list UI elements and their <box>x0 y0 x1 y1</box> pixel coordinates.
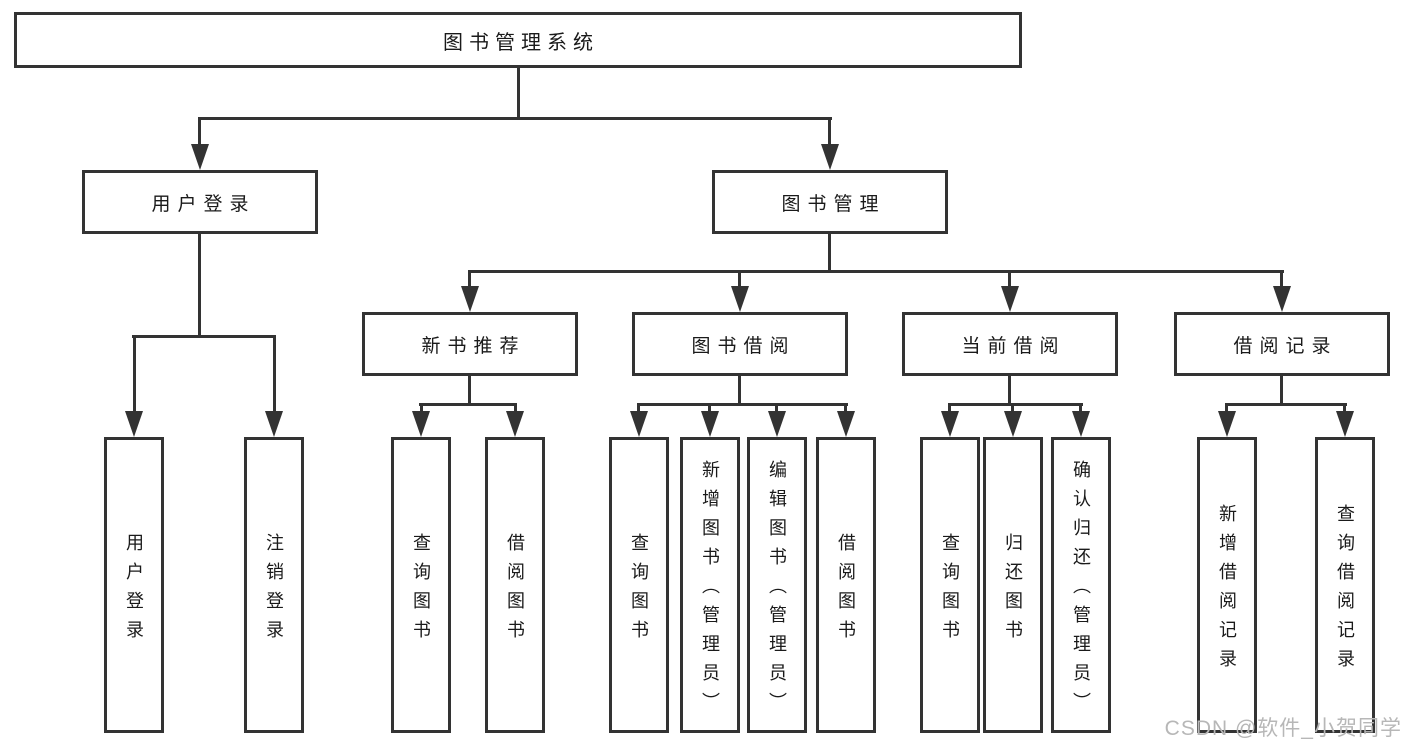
connector-line <box>198 117 832 120</box>
leaf-edit-books-admin: 编辑图书（管理员） <box>747 437 807 733</box>
leaf-return-books: 归还图书 <box>983 437 1043 733</box>
node-library-management-system: 图书管理系统 <box>14 12 1022 68</box>
connector-line <box>1008 376 1011 406</box>
connector-line <box>514 403 517 417</box>
connector-line <box>1225 403 1347 406</box>
connector-line <box>844 403 847 417</box>
leaf-borrow-books-recommend: 借阅图书 <box>485 437 545 733</box>
arrow-down-icon <box>768 411 786 437</box>
node-label: 查询图书 <box>411 532 431 649</box>
node-label: 查询图书 <box>629 532 649 649</box>
node-label: 新书推荐 <box>421 335 526 357</box>
connector-line <box>738 376 741 406</box>
leaf-borrow-books: 借阅图书 <box>816 437 876 733</box>
leaf-query-books-recommend: 查询图书 <box>391 437 451 733</box>
connector-line <box>637 403 640 417</box>
connector-line <box>738 270 741 292</box>
arrow-down-icon <box>1004 411 1022 437</box>
arrow-down-icon <box>412 411 430 437</box>
arrow-down-icon <box>125 411 143 437</box>
arrow-down-icon <box>1218 411 1236 437</box>
connector-line <box>468 270 1284 273</box>
connector-line <box>1225 403 1228 417</box>
node-label: 查询图书 <box>940 532 960 649</box>
connector-line <box>419 403 517 406</box>
arrow-down-icon <box>837 411 855 437</box>
node-label: 借阅记录 <box>1233 335 1338 357</box>
node-label: 新增图书（管理员） <box>700 460 720 721</box>
arrow-down-icon <box>191 144 209 170</box>
connector-line <box>1011 403 1014 417</box>
leaf-add-books-admin: 新增图书（管理员） <box>680 437 740 733</box>
node-user-login-module: 用户登录 <box>82 170 318 234</box>
node-label: 用户登录 <box>124 532 144 649</box>
node-current-borrowing: 当前借阅 <box>902 312 1118 376</box>
arrow-down-icon <box>1072 411 1090 437</box>
arrow-down-icon <box>941 411 959 437</box>
node-label: 图书管理系统 <box>443 31 599 54</box>
arrow-down-icon <box>821 144 839 170</box>
arrow-down-icon <box>1273 286 1291 312</box>
leaf-user-login: 用户登录 <box>104 437 164 733</box>
connector-line <box>1008 270 1011 292</box>
csdn-watermark: CSDN @软件_小贺同学 <box>1164 717 1402 740</box>
node-book-management-module: 图书管理 <box>712 170 948 234</box>
node-new-book-recommendation: 新书推荐 <box>362 312 578 376</box>
node-label: 图书管理 <box>781 193 886 215</box>
leaf-confirm-return-admin: 确认归还（管理员） <box>1051 437 1111 733</box>
leaf-query-books-current: 查询图书 <box>920 437 980 733</box>
connector-line <box>637 403 848 406</box>
connector-line <box>948 403 951 417</box>
node-borrowing-records: 借阅记录 <box>1174 312 1390 376</box>
arrow-down-icon <box>1336 411 1354 437</box>
connector-line <box>132 335 276 338</box>
connector-line <box>517 68 520 120</box>
connector-line <box>948 403 1083 406</box>
connector-line <box>1343 403 1346 417</box>
arrow-down-icon <box>731 286 749 312</box>
connector-line <box>468 270 471 292</box>
node-label: 图书借阅 <box>691 335 796 357</box>
arrow-down-icon <box>506 411 524 437</box>
connector-line <box>468 376 471 406</box>
leaf-query-borrow-record: 查询借阅记录 <box>1315 437 1375 733</box>
leaf-query-books-borrowing: 查询图书 <box>609 437 669 733</box>
node-label: 注销登录 <box>264 532 284 649</box>
connector-line <box>420 403 423 417</box>
arrow-down-icon <box>1001 286 1019 312</box>
connector-line <box>1079 403 1082 417</box>
node-label: 确认归还（管理员） <box>1071 460 1091 721</box>
arrow-down-icon <box>265 411 283 437</box>
connector-line <box>198 117 201 149</box>
node-label: 查询借阅记录 <box>1335 503 1355 678</box>
connector-line <box>133 335 136 417</box>
arrow-down-icon <box>701 411 719 437</box>
connector-line <box>828 117 831 149</box>
node-book-borrowing: 图书借阅 <box>632 312 848 376</box>
connector-line <box>828 234 831 273</box>
leaf-add-borrow-record: 新增借阅记录 <box>1197 437 1257 733</box>
arrow-down-icon <box>630 411 648 437</box>
connector-line <box>1280 270 1283 292</box>
connector-line <box>775 403 778 417</box>
node-label: 借阅图书 <box>505 532 525 649</box>
node-label: 归还图书 <box>1003 532 1023 649</box>
connector-line <box>1280 376 1283 406</box>
leaf-logout: 注销登录 <box>244 437 304 733</box>
node-label: 借阅图书 <box>836 532 856 649</box>
node-label: 新增借阅记录 <box>1217 503 1237 678</box>
connector-line <box>708 403 711 417</box>
node-label: 当前借阅 <box>961 335 1066 357</box>
arrow-down-icon <box>461 286 479 312</box>
node-label: 编辑图书（管理员） <box>767 460 787 721</box>
connector-line <box>273 335 276 417</box>
connector-line <box>198 234 201 338</box>
node-label: 用户登录 <box>151 193 256 215</box>
